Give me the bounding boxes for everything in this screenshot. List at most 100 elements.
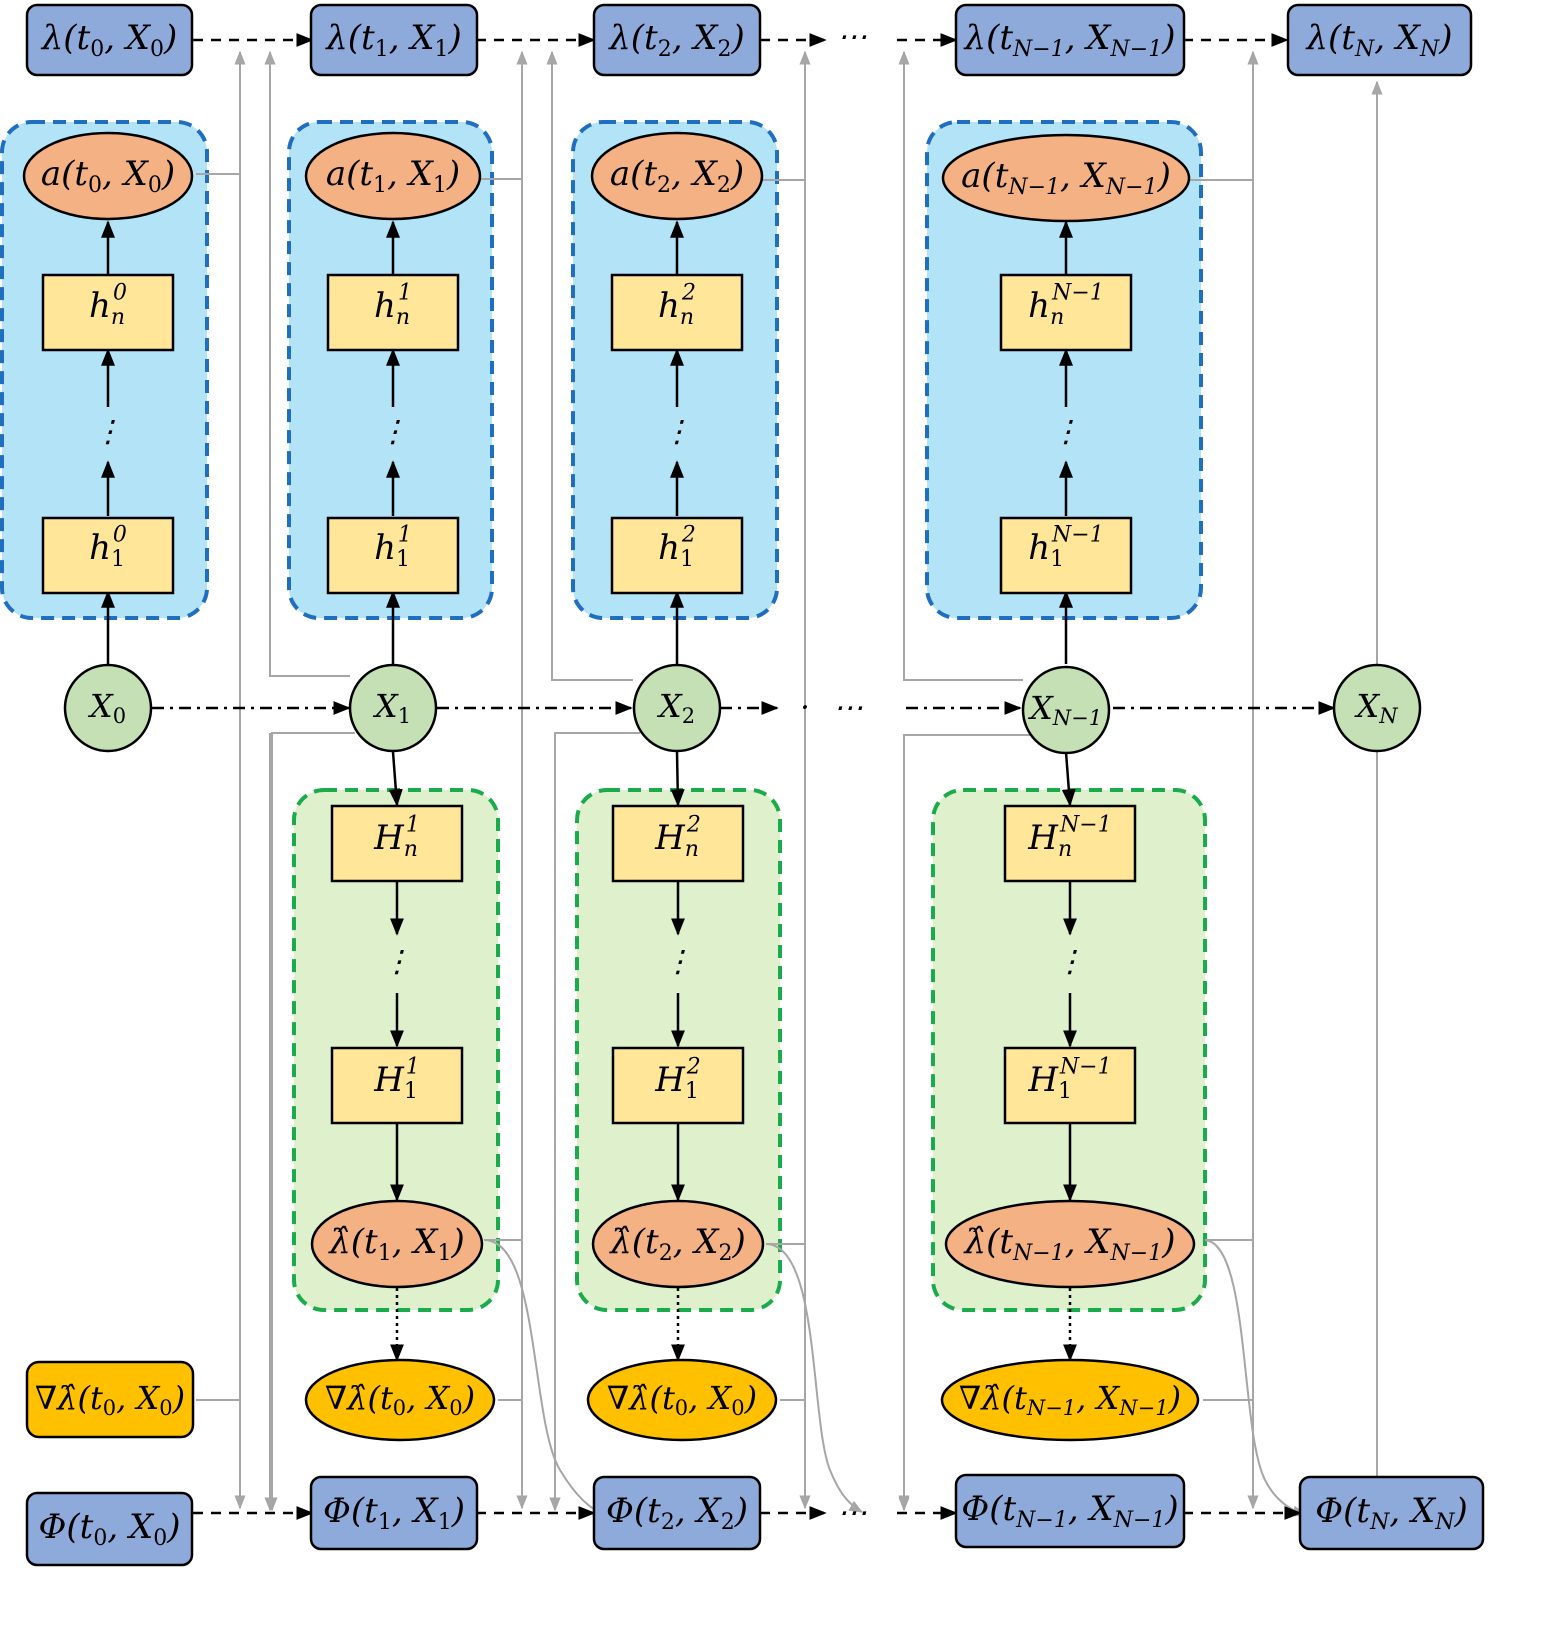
critic-layer-top-2: [1003, 804, 1137, 883]
critic-input-arrow-0: [388, 751, 403, 807]
lambda-label-2: λ(t2​, X2​): [607, 18, 745, 61]
actor-layer-bottom-label-0: h10​: [89, 522, 127, 572]
critic-layer-top-label-0: Hn1​: [373, 812, 420, 862]
state-label-1: X1​: [372, 687, 411, 728]
critic-output-1: [591, 1199, 765, 1289]
actor-layer-bottom-label-2: h12​: [658, 522, 696, 572]
critic-input-arrow-1: [670, 751, 685, 807]
actor-layer-bottom-label-1: h11​: [374, 522, 412, 572]
black-arrows: [101, 33, 1336, 1520]
critic-layer-bottom-label-0: H11​: [373, 1054, 420, 1104]
actor-layer-top-label-2: hn2​: [658, 280, 696, 330]
critic-layer-bottom-2: [1003, 1046, 1137, 1125]
state-node-2: [632, 663, 722, 753]
gradient-box-0: [25, 1360, 195, 1439]
actor-panel-0: [0, 120, 209, 620]
actor-output-label-1: a(t1​, X1​): [326, 154, 460, 197]
gradient-ellipse-1: [304, 1358, 496, 1442]
phi-box-2: [592, 1475, 762, 1551]
critic-output-label-2: λ̂(tN−1​, XN−1​): [963, 1222, 1176, 1265]
actor-layer-top-1: [326, 273, 460, 352]
actor-output-2: [590, 131, 764, 221]
critic-input-arrow-2: [1061, 751, 1076, 807]
critic-layer-bottom-0: [330, 1046, 464, 1125]
state-label-0: X0​: [87, 687, 126, 728]
actor-output-label-3: a(tN−1​, XN−1​): [961, 156, 1171, 199]
gradient-ellipse-3: [940, 1358, 1200, 1442]
critic-layer-top-label-1: Hn2​: [654, 812, 701, 862]
actor-panel-1: [287, 120, 494, 620]
lambda-box-1: [309, 3, 479, 77]
curve-critic-2: [765, 1243, 864, 1513]
diagram-nodes: λ(t0​, X0​)λ(t1​, X1​)λ(t2​, X2​)λ(tN−1​…: [22, 3, 1485, 1567]
critic-layer-top-0: [330, 804, 464, 883]
gradient-label-2: ∇λ̂(t0​, X0​): [607, 1379, 757, 1420]
state-row-dot: ·: [800, 691, 810, 726]
gradient-ellipse-2: [586, 1358, 778, 1442]
actor-panel-3: [925, 120, 1203, 620]
actor-layer-bottom-0: [41, 516, 175, 595]
state-node-3: [1021, 665, 1111, 755]
actor-panel-2: [571, 120, 779, 620]
actor-layer-bottom-label-3: h1N−1​: [1028, 522, 1103, 572]
actor-layer-top-2: [610, 273, 744, 352]
phi-label-2: Φ(t2​, X2​): [606, 1491, 748, 1534]
critic-layer-bottom-label-1: H12​: [654, 1054, 701, 1104]
lambda-label-3: λ(tN−1​, XN−1​): [963, 18, 1176, 61]
critic-output-label-1: λ̂(t2​, X2​): [608, 1222, 746, 1265]
actor-output-label-0: a(t0​, X0​): [41, 154, 175, 197]
critic-vdots-2: ⋮: [1055, 945, 1085, 980]
critic-output-0: [310, 1199, 484, 1289]
lambda-box-2: [592, 3, 762, 77]
state-label-3: XN−1​: [1027, 689, 1102, 730]
state-node-0: [63, 663, 153, 753]
state-label-2: X2​: [656, 687, 695, 728]
actor-output-3: [941, 133, 1191, 223]
critic-output-label-0: λ̂(t1​, X1​): [327, 1222, 465, 1265]
actor-vdots-1: ⋮: [378, 415, 408, 450]
actor-layer-top-0: [41, 273, 175, 352]
gray-connectors: [196, 50, 1383, 1532]
state-row-ellipsis: ⋯: [833, 691, 863, 726]
phi-label-1: Φ(t1​, X1​): [323, 1491, 465, 1534]
state-label-4: XN​: [1353, 687, 1398, 728]
gradient-label-0: ∇λ̂(t0​, X0​): [35, 1379, 185, 1420]
gradient-label-3: ∇λ̂(tN−1​, XN−1​): [959, 1379, 1181, 1420]
actor-vdots-3: ⋮: [1051, 415, 1081, 450]
critic-layer-bottom-label-2: H1N−1​: [1027, 1054, 1111, 1104]
phi-row-ellipsis: ⋯: [837, 1496, 867, 1531]
critic-layer-bottom-1: [611, 1046, 745, 1125]
network-panels: [0, 120, 1207, 1312]
curve-critic-1: [483, 1239, 608, 1517]
curve-critic-n1: [1204, 1239, 1307, 1517]
actor-layer-top-label-3: hnN−1​: [1028, 280, 1104, 330]
lambda-label-4: λ(tN​, XN​): [1304, 18, 1452, 61]
critic-layer-top-label-2: HnN−1​: [1027, 812, 1111, 862]
lambda-box-4: [1286, 3, 1473, 77]
phi-box-3: [954, 1473, 1186, 1549]
state-node-1: [348, 663, 438, 753]
lambda-box-3: [954, 3, 1186, 77]
phi-box-0: [25, 1491, 194, 1567]
gradient-label-1: ∇λ̂(t0​, X0​): [325, 1379, 475, 1420]
phi-box-4: [1298, 1475, 1485, 1551]
actor-layer-bottom-2: [610, 516, 744, 595]
actor-vdots-0: ⋮: [93, 415, 123, 450]
actor-layer-top-label-1: hn1​: [374, 280, 412, 330]
critic-output-2: [944, 1199, 1196, 1289]
lambda-label-1: λ(t1​, X1​): [324, 18, 462, 61]
state-node-4: [1332, 663, 1422, 753]
actor-layer-top-3: [999, 273, 1133, 352]
actor-output-label-2: a(t2​, X2​): [610, 154, 744, 197]
actor-layer-top-label-0: hn0​: [89, 280, 127, 330]
phi-label-4: Φ(tN​, XN​): [1315, 1491, 1467, 1534]
phi-label-0: Φ(t0​, X0​): [39, 1507, 181, 1550]
phi-label-3: Φ(tN−1​, XN−1​): [961, 1489, 1178, 1532]
actor-layer-bottom-1: [326, 516, 460, 595]
actor-vdots-2: ⋮: [662, 415, 692, 450]
connector-4: [266, 732, 355, 1512]
actor-layer-bottom-3: [999, 516, 1133, 595]
lambda-row-ellipsis: ⋯: [837, 20, 867, 55]
critic-vdots-0: ⋮: [382, 945, 412, 980]
